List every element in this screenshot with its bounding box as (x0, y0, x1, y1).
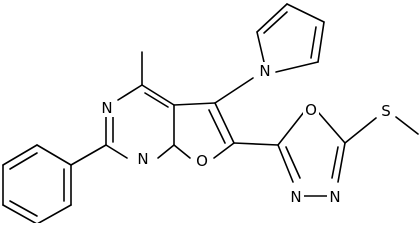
bond-c2-phenyl (70, 144, 107, 166)
bond-ph-5 (2, 144, 38, 166)
bond-c5-c6 (214, 102, 235, 144)
atom-labels: N N O N O S N N (99, 62, 394, 206)
bond-ox-n3-c2 (277, 144, 294, 183)
bond-pyr-c4-c5 (317, 21, 325, 63)
bond-ox-c2-o (277, 111, 305, 146)
atom-o-oxadiazole: O (305, 101, 317, 119)
bond-ph-2 (37, 204, 72, 223)
bond-ox-n3-c2-inner (285, 146, 301, 179)
bond-pyr-c4-c5-inner (310, 26, 317, 59)
bond-c5-c6-inner (208, 109, 226, 144)
bond-c4-c4a-inner (144, 92, 169, 108)
bond-ph-5-inner (9, 152, 38, 170)
bond-pyr-c2-c3-inner (263, 11, 288, 34)
bond-pyr-n-c2 (256, 31, 265, 63)
bond-c6-o (213, 142, 235, 159)
bond-ph-3 (2, 204, 37, 223)
atom-n-pyrrole: N (259, 62, 270, 80)
bond-c6-oxadiazole (233, 142, 279, 146)
bond-o-c7a (173, 144, 191, 159)
atom-s-methylthio: S (381, 102, 391, 120)
atom-o-furan: O (196, 152, 208, 170)
atom-n-oxadiazole-left: N (290, 188, 301, 206)
bond-ox-o-c5 (317, 111, 346, 144)
bond-s-methyl (395, 116, 419, 135)
bond-c5-s (344, 117, 377, 144)
atom-n-pyrimidine-top: N (101, 99, 112, 117)
bond-c2-n1 (105, 144, 128, 159)
bonds (2, 3, 419, 223)
atom-n-pyrimidine-bottom: N (137, 150, 148, 168)
bond-n1-c7a (157, 144, 175, 159)
molecule-diagram: N N O N O S N N (2, 3, 419, 223)
atom-n-oxadiazole-right: N (329, 188, 340, 206)
bond-pyr-c3-c4 (286, 3, 325, 23)
bond-ph-3-inner (9, 200, 38, 217)
bond-ox-c5-n4-inner (331, 146, 339, 179)
structure-svg: N N O N O S N N (2, 3, 419, 223)
bond-ph-6 (36, 144, 72, 166)
bond-pyr-c2-c3 (256, 3, 288, 33)
bond-c4a-c5 (173, 102, 216, 106)
bond-ox-c5-n4 (337, 142, 346, 183)
bond-c4-n3 (117, 84, 143, 101)
bond-c4-c4a (141, 84, 175, 106)
bond-pyr-c5-n (275, 61, 319, 73)
bond-c5-npyrrole (214, 77, 254, 104)
